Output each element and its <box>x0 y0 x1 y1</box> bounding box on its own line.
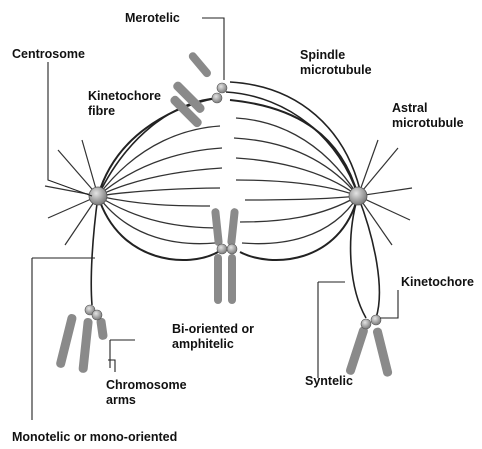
kinetochore-fibre-label: Kinetochore fibre <box>88 89 161 119</box>
centrosome-label: Centrosome <box>12 47 85 62</box>
monotelic-label: Monotelic or mono-oriented <box>12 430 177 445</box>
syntelic-chromosome <box>345 315 393 377</box>
chromosome-arms-label: Chromosome arms <box>106 378 187 408</box>
right-centrosome <box>349 187 367 205</box>
syntelic-fibres <box>351 196 380 318</box>
right-spindle-microtubules <box>234 118 358 244</box>
astral-microtubule-label: Astral microtubule <box>392 101 464 131</box>
monotelic-chromosome <box>55 305 108 373</box>
merotelic-label: Merotelic <box>125 11 180 26</box>
kinetochore-label: Kinetochore <box>401 275 474 290</box>
bi-oriented-chromosome <box>211 208 239 304</box>
bi-oriented-label: Bi-oriented or amphitelic <box>172 322 254 352</box>
spindle-envelope <box>98 98 358 260</box>
merotelic-chromosome <box>169 51 227 129</box>
syntelic-label: Syntelic <box>305 374 353 389</box>
left-spindle-microtubules <box>98 126 222 244</box>
spindle-microtubule-label: Spindle microtubule <box>300 48 372 78</box>
monotelic-fibre <box>91 196 98 305</box>
